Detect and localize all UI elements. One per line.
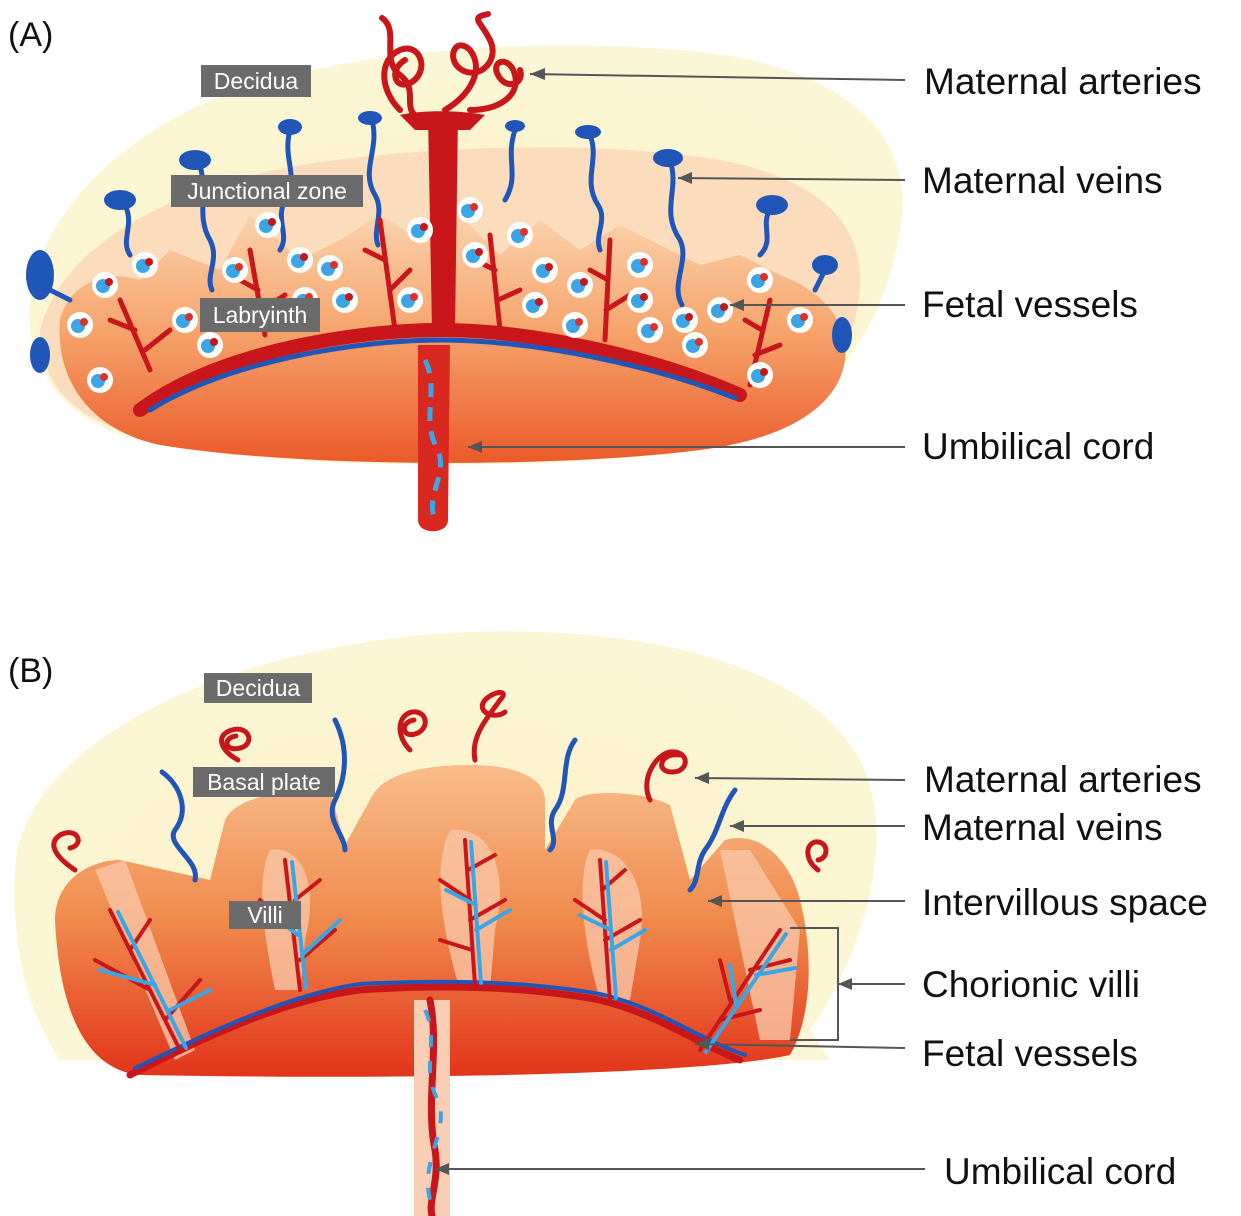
svg-text:Maternal arteries: Maternal arteries	[924, 61, 1202, 102]
capillary-red	[800, 313, 808, 321]
capillary-red	[580, 278, 588, 286]
capillary-red	[470, 203, 478, 211]
svg-text:Maternal arteries: Maternal arteries	[924, 759, 1202, 800]
panel-b-villi-tag: Villi	[229, 901, 301, 929]
capillary-red	[685, 313, 693, 321]
svg-text:Chorionic villi: Chorionic villi	[922, 964, 1140, 1005]
panel-b-basal-plate-tag: Basal plate	[193, 767, 335, 797]
svg-text:Decidua: Decidua	[214, 68, 299, 94]
panel-b-callout-umbilical-cord: Umbilical cord	[435, 1151, 1176, 1192]
capillary-red	[345, 293, 353, 301]
svg-text:Maternal veins: Maternal veins	[922, 160, 1163, 201]
svg-text:Maternal veins: Maternal veins	[922, 807, 1163, 848]
panel-a-umbilical-cord	[418, 345, 450, 531]
capillary-red	[640, 293, 648, 301]
capillary-red	[105, 278, 113, 286]
panel-b-letter: (B)	[8, 652, 53, 690]
panel-a: (A)	[8, 14, 1202, 531]
capillary-red	[535, 298, 543, 306]
capillary-red	[145, 258, 153, 266]
capillary-red	[410, 293, 418, 301]
capillary-red	[210, 338, 218, 346]
panel-b: (B)	[8, 631, 1208, 1216]
svg-text:Basal plate: Basal plate	[207, 769, 321, 795]
capillary-red	[268, 218, 276, 226]
svg-text:Fetal vessels: Fetal vessels	[922, 284, 1138, 325]
capillary-red	[695, 338, 703, 346]
capillary-red	[185, 313, 193, 321]
capillary-red	[100, 373, 108, 381]
capillary-red	[80, 318, 88, 326]
svg-text:Villi: Villi	[247, 902, 282, 928]
capillary-red	[235, 263, 243, 271]
capillary-red	[330, 261, 338, 269]
capillary-red	[520, 228, 528, 236]
capillary-red	[300, 253, 308, 261]
capillary-red	[420, 223, 428, 231]
svg-text:Umbilical cord: Umbilical cord	[944, 1151, 1176, 1192]
panel-a-labyrinth-tag: Labryinth	[200, 298, 320, 332]
panel-a-junctional-zone-tag: Junctional zone	[171, 175, 363, 207]
capillary-red	[475, 248, 483, 256]
capillary-red	[545, 263, 553, 271]
capillary-red	[760, 273, 768, 281]
svg-text:Intervillous space: Intervillous space	[922, 882, 1208, 923]
panel-a-letter: (A)	[8, 16, 53, 54]
capillary-red	[720, 303, 728, 311]
capillary-red	[650, 323, 658, 331]
svg-text:Junctional zone: Junctional zone	[187, 178, 347, 204]
capillary-red	[575, 318, 583, 326]
panel-a-artery-trunk	[428, 115, 458, 330]
capillary-red	[760, 368, 768, 376]
svg-text:Decidua: Decidua	[216, 675, 301, 701]
svg-text:Umbilical cord: Umbilical cord	[922, 426, 1154, 467]
capillary-red	[640, 258, 648, 266]
panel-b-decidua-tag: Decidua	[204, 673, 312, 703]
panel-a-decidua-tag: Decidua	[201, 65, 311, 97]
svg-text:Fetal vessels: Fetal vessels	[922, 1033, 1138, 1074]
panel-b-umbilical-cord	[414, 1000, 450, 1216]
svg-text:Labryinth: Labryinth	[213, 302, 308, 328]
